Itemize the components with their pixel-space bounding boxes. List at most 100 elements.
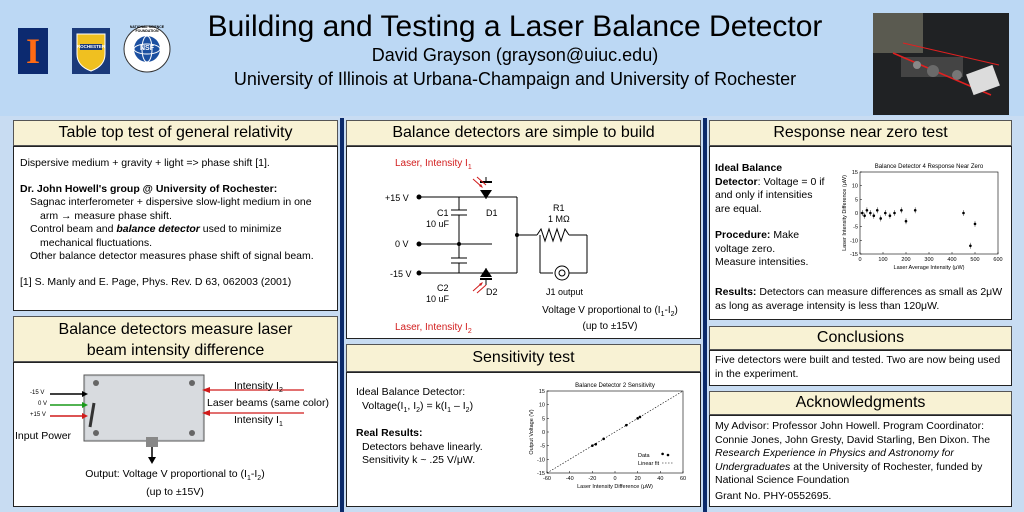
intensity2-text: Intensity I — [234, 380, 279, 392]
label-c1-val: 10 uF — [426, 219, 450, 229]
simple-cap-s2: 2 — [670, 311, 675, 318]
y-tick-label: 0 — [855, 211, 858, 217]
intensity1-text: Intensity I — [234, 414, 279, 426]
column-separator-2 — [703, 118, 707, 512]
x-tick-label: 20 — [635, 476, 641, 482]
label-0v: 0 V — [395, 239, 409, 249]
y-tick-label: -5 — [540, 444, 545, 450]
detector-box-diagram — [50, 374, 304, 464]
output-l1-a: Output: Voltage V proportional to (I — [85, 468, 247, 480]
gr-item2-post: used to minimize — [199, 223, 282, 235]
output-l1-mid: -I — [250, 468, 258, 480]
panel-title-general-relativity: Table top test of general relativity — [13, 120, 338, 146]
zero-results-rest: Detectors can measure differences as sma… — [715, 286, 1003, 312]
x-tick-label: 100 — [878, 257, 887, 263]
simple-cap-mid: -I — [664, 305, 671, 316]
label-r1-val: 1 MΩ — [548, 214, 570, 224]
zero-proc2: Measure intensities. — [715, 256, 809, 268]
gr-item2-em: balance detector — [116, 223, 200, 235]
y-tick-label: 10 — [539, 403, 545, 409]
ack-post: at the University of Rochester, funded b… — [715, 460, 983, 487]
y-tick-label: 0 — [542, 430, 545, 436]
legend-marker — [666, 453, 670, 457]
zero-results-bold: Results: — [715, 286, 757, 298]
x-tick-label: 0 — [858, 257, 861, 263]
x-tick-label: 400 — [947, 257, 956, 263]
zero-ideal-bold: Ideal Balance Detector — [715, 162, 783, 188]
series-line — [546, 390, 684, 474]
label-r1: R1 — [553, 203, 565, 213]
gr-item2: Control beam and balance detector used t… — [20, 223, 336, 237]
x-tick-label: 0 — [613, 476, 616, 482]
label-p15v: +15 V — [385, 193, 409, 203]
wire-label-m15: -15 V — [30, 390, 45, 396]
gr-text-block: Dispersive medium + gravity + light => p… — [20, 157, 336, 289]
y-axis-label: Output Voltage (V) — [529, 409, 535, 454]
label-c2-val: 10 uF — [426, 294, 450, 304]
column-separator-1 — [340, 118, 344, 512]
panel-conclusions — [709, 350, 1012, 386]
nsf-seal-icon — [123, 25, 171, 73]
zero-proc-bold: Procedure: — [715, 229, 771, 241]
ack-pre: My Advisor: Professor John Howell. Progr… — [715, 420, 991, 446]
intensity1-sub: 1 — [278, 421, 283, 429]
x-tick-label: 500 — [970, 257, 979, 263]
gr-group: Dr. John Howell's group @ University of … — [20, 182, 278, 195]
gr-item3: Other balance detector measures phase sh… — [30, 250, 314, 262]
zero-results: Results: Detectors can measure differenc… — [715, 286, 1005, 313]
wire-label-0: 0 V — [38, 401, 48, 407]
wire-label-p15: +15 V — [30, 412, 46, 418]
label-d2: D2 — [486, 287, 498, 297]
x-axis-label: Laser Intensity Difference (μW) — [577, 484, 653, 490]
y-tick-label: 5 — [855, 197, 858, 203]
gr-reference: [1] S. Manly and E. Page, Phys. Rev. D 6… — [20, 275, 292, 288]
ack-text: My Advisor: Professor John Howell. Progr… — [715, 420, 1007, 503]
laser-beams-label: Laser beams (same color) — [207, 397, 329, 409]
gr-item2-pre: Control beam and — [30, 223, 117, 235]
x-tick-label: 200 — [901, 257, 910, 263]
x-tick-label: -20 — [588, 476, 596, 482]
panel-title-simple-build: Balance detectors are simple to build — [346, 120, 701, 146]
legend-label: Data — [638, 453, 651, 459]
panel-title-acknowledgments: Acknowledgments — [709, 391, 1012, 415]
y-tick-label: -10 — [850, 238, 858, 244]
label-c1: C1 — [437, 208, 449, 218]
y-tick-label: 15 — [852, 170, 858, 176]
panel-acknowledgments — [709, 415, 1012, 507]
poster-affiliation: University of Illinois at Urbana-Champai… — [233, 69, 797, 89]
measure-title-line1: Balance detectors measure laser — [58, 321, 293, 338]
simple-cap-end: ) — [674, 305, 678, 316]
sens-f1: Voltage(I — [362, 399, 404, 412]
simple-cap-a: Voltage V proportional to (I — [542, 305, 661, 316]
label-m15v: -15 V — [390, 269, 412, 279]
sens-fs4: 2 — [465, 406, 470, 414]
simple-caption-line2: (up to ±15V) — [582, 321, 638, 332]
label-c2: C2 — [437, 283, 449, 293]
ack-paragraph: My Advisor: Professor John Howell. Progr… — [715, 420, 1007, 488]
sens-formula: Voltage(I1, I2) = k(I1 – I2) — [356, 400, 526, 418]
sens-f2: , I — [407, 399, 417, 412]
x-tick-label: 300 — [924, 257, 933, 263]
legend-label: Linear fit — [638, 461, 660, 467]
gr-item1a: Sagnac interferometer + dispersive slow-… — [30, 196, 312, 208]
intensity1-label: Intensity I1 — [234, 414, 283, 432]
sens-fs3: 1 — [447, 406, 452, 414]
sens-f3: ) = k(I — [420, 399, 448, 412]
ack-em: Research Experience in Physics and Astro… — [715, 447, 954, 473]
y-tick-label: 5 — [542, 416, 545, 422]
laser1-label: Laser, Intensity I1 — [395, 157, 472, 175]
rochester-shield-icon — [76, 33, 106, 72]
logo-nsf-center: NSF — [140, 45, 154, 52]
data-point — [591, 444, 594, 447]
output-l1-end: ) — [261, 468, 265, 480]
sens-fs1: 1 — [403, 406, 408, 414]
output-caption-line2: (up to ±15V) — [146, 485, 204, 498]
intensity2-sub: 2 — [278, 387, 283, 395]
x-tick-label: 60 — [680, 476, 686, 482]
laser2-label: Laser, Intensity I2 — [395, 321, 472, 339]
poster-author: David Grayson (grayson@uiuc.edu) — [371, 45, 659, 65]
laser1-sub: 1 — [467, 164, 472, 171]
x-tick-label: 600 — [993, 257, 1002, 263]
zero-ideal: Ideal Balance Detector: Voltage = 0 if a… — [715, 162, 830, 216]
